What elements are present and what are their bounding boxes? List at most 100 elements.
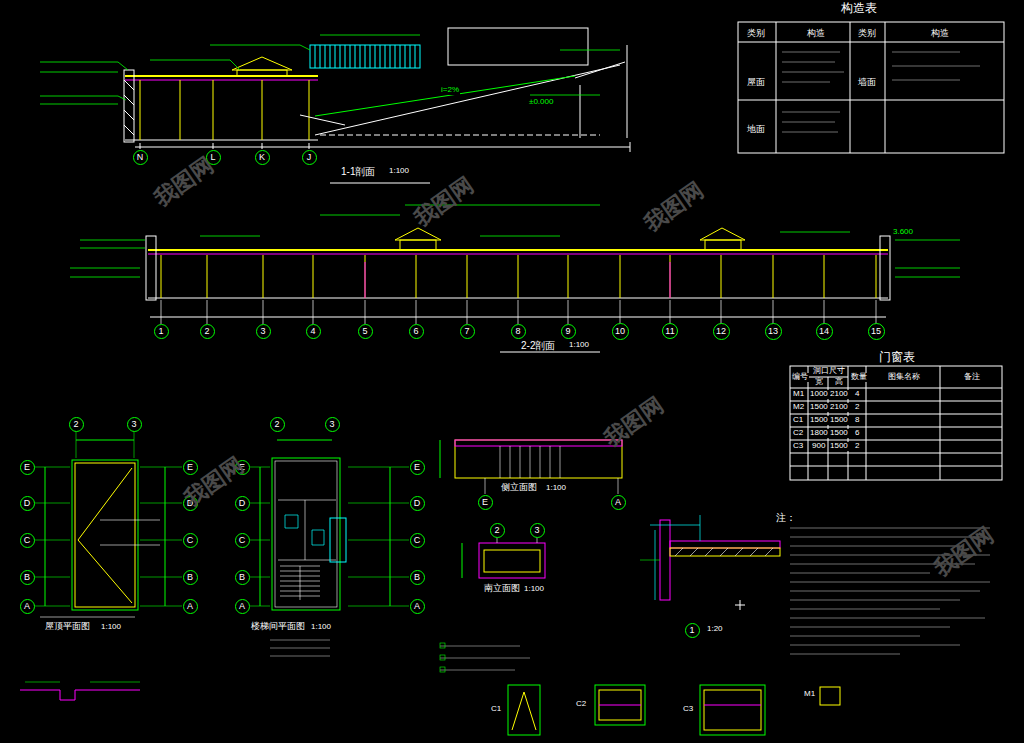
axis-bubble: E [20,460,35,475]
axis-label: 13 [768,327,778,336]
side-elevation [440,440,622,494]
axis-bubble: A [611,495,626,510]
axis-label: 3 [534,526,539,535]
eave-detail [640,515,780,610]
axis-label: D [239,499,246,508]
axis-bubble: 2 [69,417,84,432]
drawing-label: 构造 [930,29,950,39]
axis-label: 2 [494,526,499,535]
drawing-label: 洞口尺寸 [812,367,846,376]
drawing-label: ±0.000 [528,98,554,107]
drawing-label: 8 [854,416,860,425]
axis-label: B [24,573,30,582]
axis-bubble: 1 [154,324,169,339]
axis-label: A [414,602,420,611]
axis-bubble: 13 [765,323,782,340]
drawing-label: 数量 [850,373,868,382]
axis-label: 14 [819,327,829,336]
drawing-label: C2 [792,429,804,438]
axis-label: E [187,463,193,472]
drawing-label: 1000 [809,390,829,399]
axis-bubble: 9 [561,324,576,339]
drawing-label: 注： [775,512,797,523]
drawing-label: 1:100 [545,484,567,493]
axis-label: C [187,536,194,545]
drawing-label: 6 [854,429,860,438]
axis-bubble: K [255,150,270,165]
axis-label: 8 [515,327,520,336]
axis-label: 7 [464,327,469,336]
axis-label: 2 [73,420,78,429]
drawing-label: 屋面 [746,78,766,88]
axis-label: 15 [871,327,881,336]
drawing-label: 屋顶平面图 [44,622,91,632]
axis-label: C [24,536,31,545]
axis-bubble: A [410,599,425,614]
section-1-1 [40,28,630,183]
drawing-label: 1:100 [100,623,122,632]
drawing-label: 构造 [806,29,826,39]
axis-bubble: 12 [713,323,730,340]
axis-bubble: A [20,599,35,614]
axis-label: D [24,499,31,508]
axis-bubble: 11 [662,323,678,339]
axis-label: 4 [310,327,315,336]
axis-label: N [137,153,144,162]
drawing-label: 楼梯间平面图 [250,622,306,632]
drawing-label: 构造表 [840,2,878,15]
axis-bubble: 5 [358,324,373,339]
axis-label: 12 [716,327,726,336]
drawing-label: C1 [792,416,804,425]
axis-label: C [239,536,246,545]
drawing-label: 高 [834,378,844,387]
axis-label: 6 [413,327,418,336]
axis-bubble: 15 [868,323,885,340]
axis-label: B [414,573,420,582]
axis-label: L [210,153,215,162]
drawing-label: 900 [811,442,826,451]
watermark: 我图网 [929,523,999,582]
axis-bubble: D [235,496,250,511]
drawing-label: 4 [854,390,860,399]
drawing-label: 1-1剖面 [340,166,376,177]
axis-label: 1 [689,626,694,635]
drawing-label: 1500 [809,416,829,425]
axis-bubble: D [410,496,425,511]
axis-bubble: N [133,150,148,165]
axis-label: B [187,573,193,582]
axis-label: C [414,536,421,545]
axis-bubble: C [410,533,425,548]
drawing-label: 1500 [829,416,849,425]
drawing-label: 类别 [746,29,766,39]
drawing-label: 地面 [746,125,766,135]
drawing-label: 2100 [829,390,849,399]
axis-bubble: 14 [816,323,833,340]
stair-plan [250,440,409,656]
drawing-label: 1800 [809,429,829,438]
axis-bubble: B [20,570,35,585]
axis-bubble: 6 [409,324,424,339]
drawing-label: 2 [854,403,860,412]
drawing-label: 类别 [857,29,877,39]
axis-label: 9 [565,327,570,336]
notes-text-lines [440,528,990,672]
drawing-label: 1:100 [568,341,590,350]
axis-bubble: E [183,460,198,475]
drawing-label: 1:20 [706,625,724,634]
axis-label: 1 [158,327,163,336]
south-elevation [462,537,545,578]
axis-label: A [615,498,621,507]
axis-bubble: J [302,150,317,165]
drawing-label: i=2% [440,86,460,95]
drawing-label: 1500 [809,403,829,412]
axis-label: E [482,498,488,507]
axis-label: 2 [204,327,209,336]
axis-bubble: A [235,599,250,614]
roof-plan [34,431,182,617]
drawing-label: C3 [792,442,804,451]
construction-table [738,22,1004,153]
drawing-label: 侧立面图 [500,483,538,493]
drawing-label: 2100 [829,403,849,412]
section-2-2 [70,205,960,352]
